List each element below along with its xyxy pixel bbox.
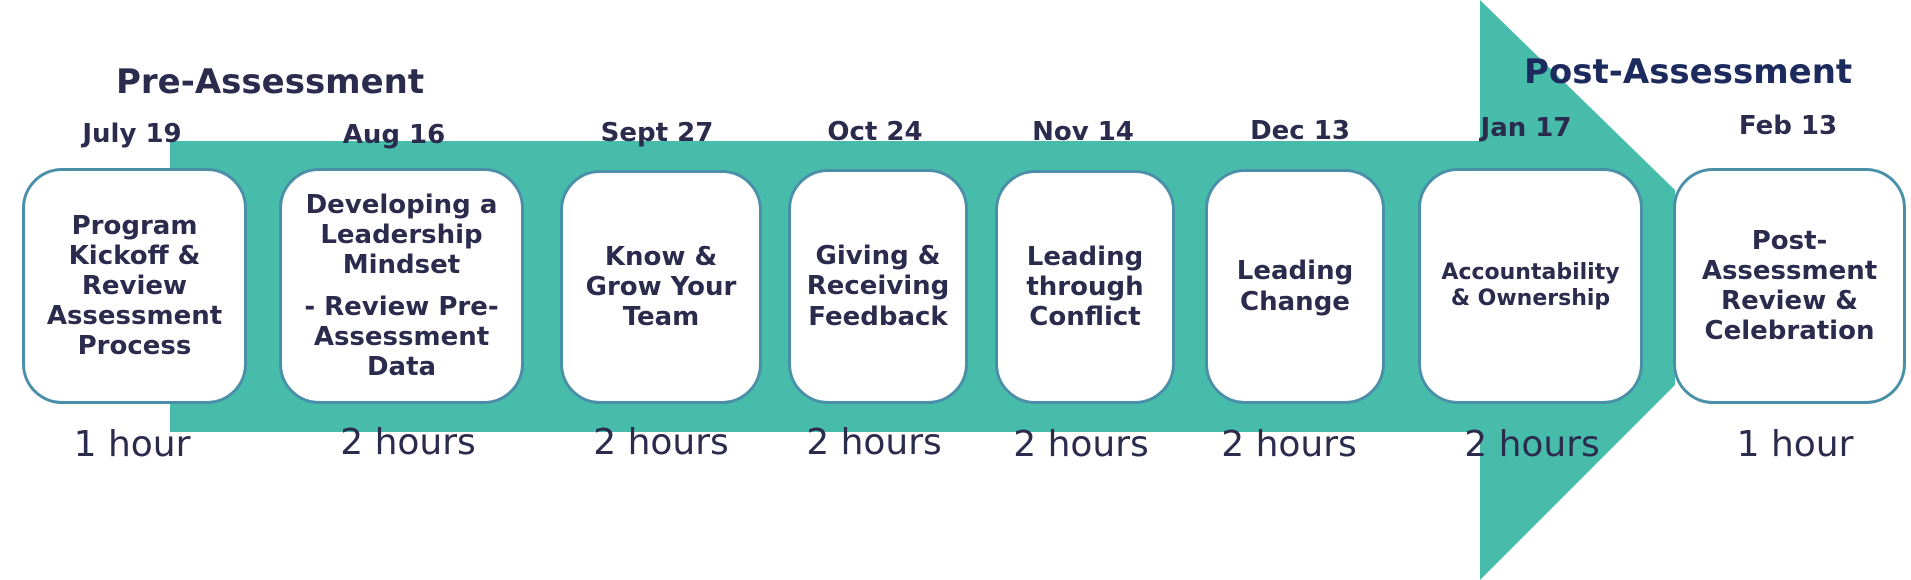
session-card: Know & Grow Your Team	[560, 170, 762, 404]
session-duration: 2 hours	[1221, 424, 1357, 465]
pre-assessment-title: Pre-Assessment	[116, 62, 425, 102]
session-title: Developing a Leadership Mindset	[305, 189, 498, 280]
session-title: Accountability & Ownership	[1441, 260, 1620, 311]
session-duration: 2 hours	[1013, 424, 1149, 465]
session-duration: 1 hour	[73, 424, 191, 465]
session-card: Developing a Leadership Mindset - Review…	[279, 168, 524, 404]
session-date: Feb 13	[1738, 111, 1838, 141]
session-title: Leading Change	[1236, 256, 1354, 317]
session-card: Program Kickoff & Review Assessment Proc…	[22, 168, 247, 404]
session-card: Post-Assessment Review & Celebration	[1673, 168, 1906, 404]
session-subtitle: - Review Pre-Assessment Data	[304, 292, 499, 383]
session-title: Program Kickoff & Review Assessment Proc…	[46, 210, 223, 362]
session-date: Dec 13	[1250, 116, 1350, 146]
session-title: Know & Grow Your Team	[585, 241, 737, 333]
session-date: July 19	[82, 119, 182, 149]
session-duration: 2 hours	[340, 422, 476, 463]
session-card: Giving & Receiving Feedback	[788, 169, 968, 404]
session-duration: 1 hour	[1736, 424, 1854, 465]
session-title: Post-Assessment Review & Celebration	[1701, 225, 1878, 347]
session-duration: 2 hours	[593, 422, 729, 463]
session-title: Giving & Receiving Feedback	[806, 241, 950, 332]
session-card: Accountability & Ownership	[1418, 168, 1643, 404]
session-date: Oct 24	[827, 117, 923, 147]
session-date: Nov 14	[1032, 117, 1134, 147]
session-date: Sept 27	[600, 118, 714, 148]
session-card: Leading Change	[1205, 169, 1385, 404]
post-assessment-title: Post-Assessment	[1524, 52, 1853, 92]
session-duration: 2 hours	[1464, 424, 1600, 465]
session-date: Jan 17	[1480, 113, 1572, 143]
session-card: Leading through Conflict	[995, 170, 1175, 404]
session-duration: 2 hours	[806, 422, 942, 463]
session-date: Aug 16	[342, 120, 446, 150]
session-title: Leading through Conflict	[1026, 241, 1144, 333]
